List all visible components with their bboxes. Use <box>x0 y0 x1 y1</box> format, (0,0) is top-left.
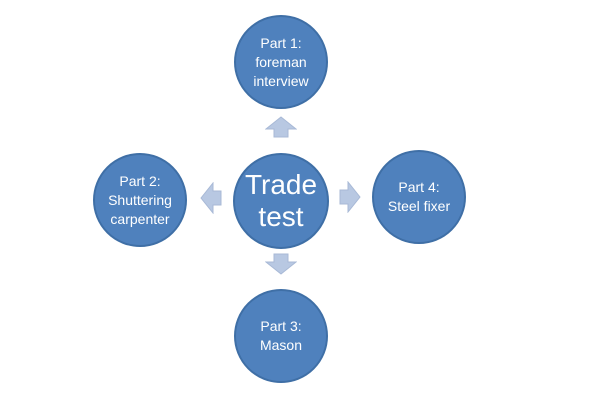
node-part-1-line3: interview <box>253 72 309 89</box>
center-node-trade-test: Trade test <box>233 153 329 249</box>
node-part-1-line2: foreman <box>255 53 307 70</box>
arrow-right-icon <box>339 181 361 213</box>
node-part-2-line2: Shuttering <box>108 191 172 208</box>
node-part-3-line2: Mason <box>259 337 303 353</box>
node-part-4-title: Part 4: <box>398 179 440 195</box>
arrow-down-icon <box>265 253 297 275</box>
arrow-up-icon <box>265 116 297 138</box>
node-part-2-title: Part 2: <box>119 172 161 189</box>
center-label-line2: test <box>258 201 304 232</box>
node-part-2: Part 2: Shuttering carpenter <box>93 153 187 247</box>
node-part-2-line3: carpenter <box>110 210 170 227</box>
node-part-1: Part 1: foreman interview <box>234 15 328 109</box>
node-part-1-title: Part 1: <box>260 34 302 51</box>
node-part-3: Part 3: Mason <box>234 289 328 383</box>
center-label-line1: Trade <box>244 169 318 200</box>
arrow-left-icon <box>200 182 222 214</box>
node-part-4: Part 4: Steel fixer <box>372 150 466 244</box>
node-part-3-title: Part 3: <box>260 318 302 334</box>
node-part-4-line2: Steel fixer <box>387 198 451 214</box>
